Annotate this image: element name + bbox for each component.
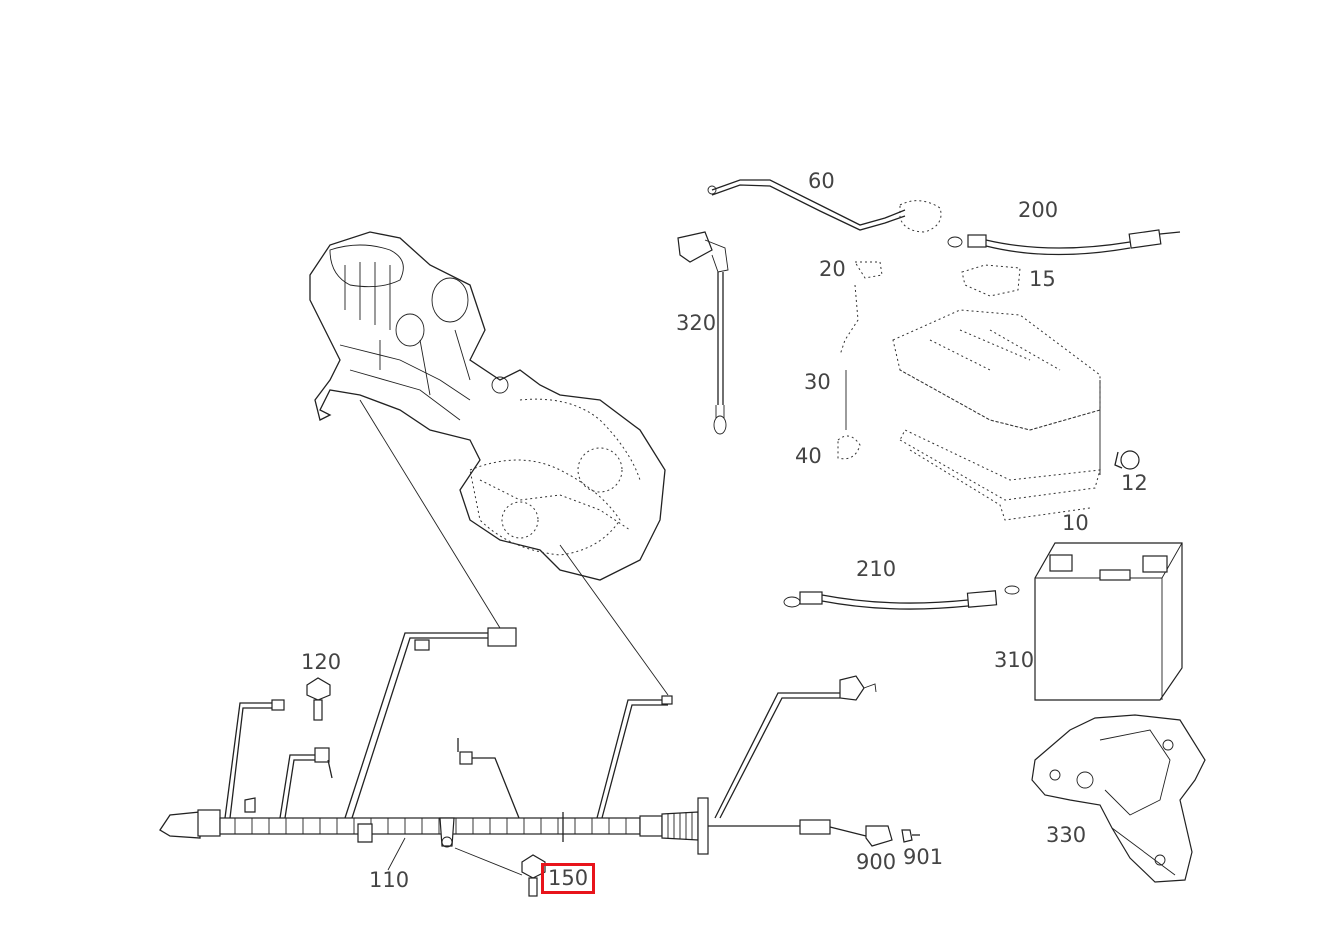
cable-60-illustration	[707, 179, 942, 233]
callout-40[interactable]: 40	[795, 444, 822, 468]
cable-210-illustration	[783, 585, 1020, 610]
bolt-120-illustration	[306, 677, 331, 721]
callout-901[interactable]: 901	[903, 845, 944, 869]
callout-20[interactable]: 20	[819, 257, 846, 281]
callout-900[interactable]: 900	[856, 850, 897, 874]
callout-30[interactable]: 30	[804, 370, 831, 394]
callout-150-highlighted[interactable]: 150	[540, 863, 596, 894]
callout-15[interactable]: 15	[1029, 267, 1056, 291]
callout-320[interactable]: 320	[676, 311, 717, 335]
callout-210[interactable]: 210	[856, 557, 897, 581]
callout-200[interactable]: 200	[1018, 198, 1059, 222]
engine-illustration	[309, 231, 666, 581]
callout-330[interactable]: 330	[1046, 823, 1087, 847]
callout-110[interactable]: 110	[369, 868, 410, 892]
harness-110-illustration	[159, 627, 920, 876]
cable-200-illustration	[947, 229, 1181, 256]
callout-12[interactable]: 12	[1121, 471, 1148, 495]
callout-120[interactable]: 120	[301, 650, 342, 674]
bolt-150-illustration	[521, 854, 546, 897]
bracket-330-illustration	[1031, 714, 1206, 883]
part-15-illustration	[961, 264, 1021, 297]
callout-60[interactable]: 60	[808, 169, 835, 193]
leader-engine-connector	[359, 399, 501, 629]
parts-20-30-40-illustration	[837, 261, 883, 460]
part-12-illustration	[1114, 450, 1140, 470]
part-320-illustration	[677, 231, 729, 435]
part-10-illustration	[892, 309, 1101, 521]
callout-10[interactable]: 10	[1062, 511, 1089, 535]
battery-310-illustration	[1034, 542, 1183, 701]
leader-gearbox-connector	[559, 544, 669, 696]
callout-310[interactable]: 310	[994, 648, 1035, 672]
